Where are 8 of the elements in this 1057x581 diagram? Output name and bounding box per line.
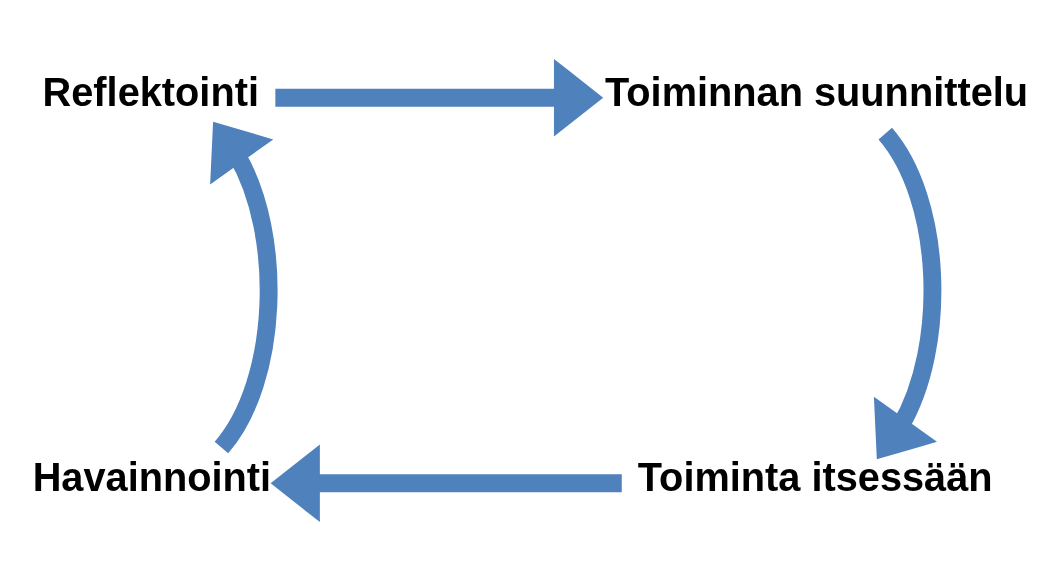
node-text: Toiminnan suunnittelu <box>605 69 1029 114</box>
arrow <box>270 444 622 523</box>
node-text: Havainnointi <box>32 455 272 500</box>
arrow <box>873 128 942 460</box>
arrow <box>210 121 278 453</box>
arrow <box>275 58 604 137</box>
node-text: Toiminta itsessään <box>637 455 993 500</box>
node-text: Reflektointi <box>42 69 259 114</box>
